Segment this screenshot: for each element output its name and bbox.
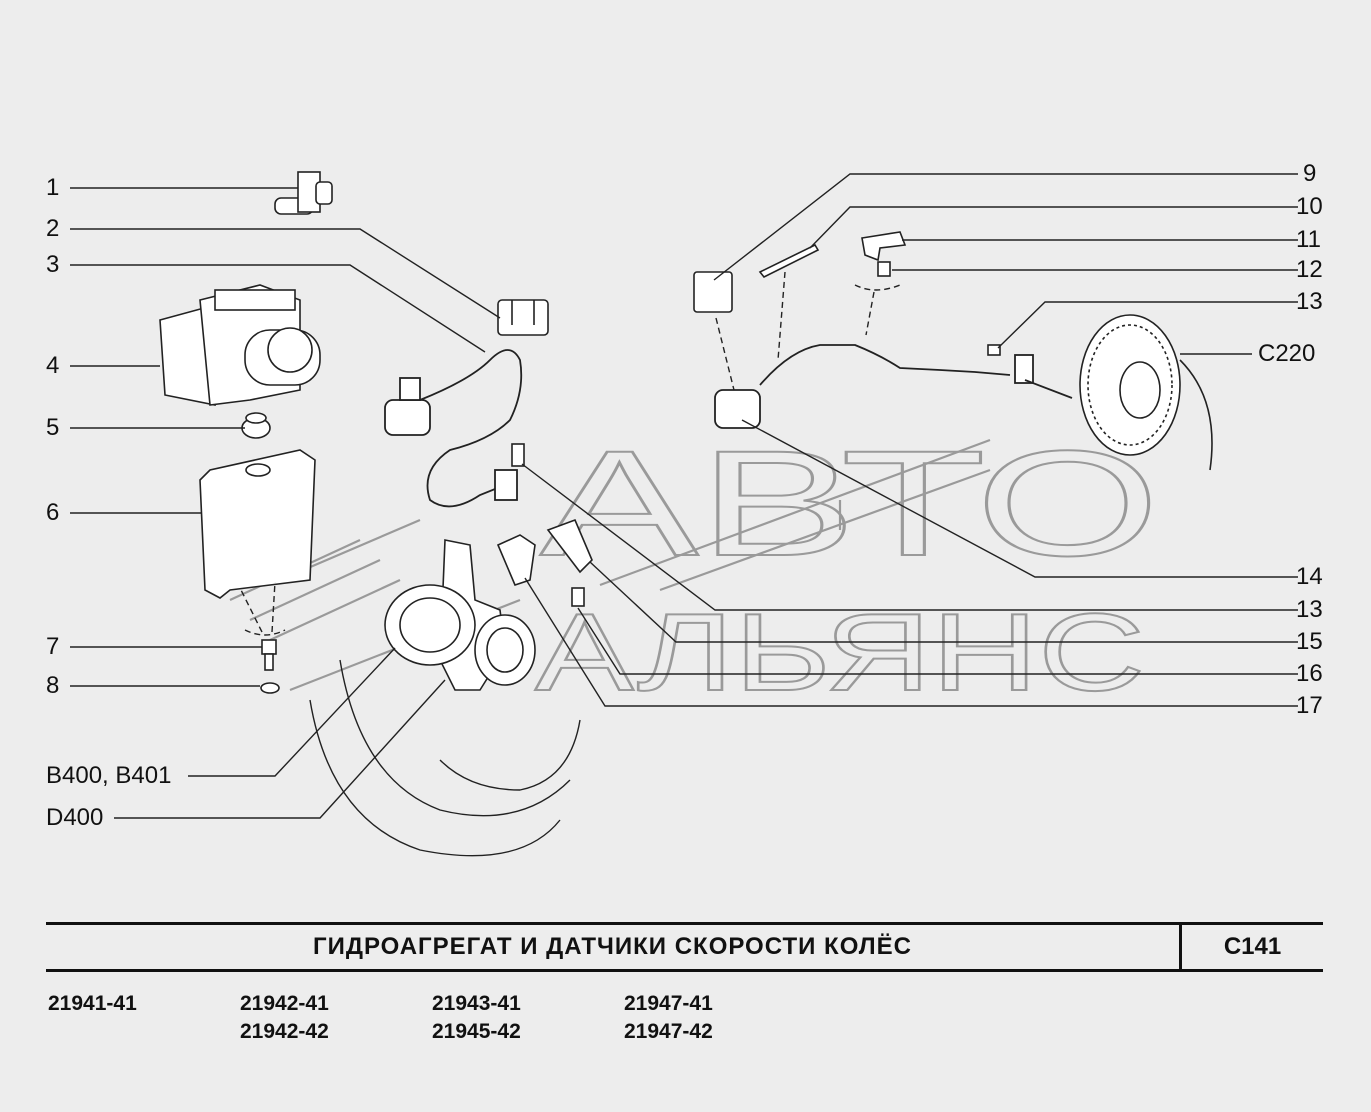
- callout-6: 6: [46, 499, 60, 526]
- callout-13: 13: [1296, 288, 1323, 315]
- callout-2: 2: [46, 215, 60, 242]
- model-code: 21945-42: [432, 1020, 521, 1043]
- callout-9: 9: [1303, 160, 1317, 187]
- leader-lines-left: [70, 187, 501, 819]
- part-1-connector: [274, 171, 333, 215]
- part-3-front-sensor: [384, 349, 523, 508]
- callout-12: 12: [1296, 256, 1323, 283]
- part-5-grommet: [241, 412, 271, 439]
- part-8-washer: [260, 682, 280, 694]
- front-sensor-bracket: [496, 443, 593, 607]
- callout-15: 15: [1296, 628, 1323, 655]
- model-code: 21947-42: [624, 1020, 713, 1043]
- front-hub-knuckle: [384, 539, 536, 691]
- watermark: АВТО АЛЬЯНС: [229, 418, 1161, 715]
- leader-lines-right: [521, 173, 1298, 707]
- callout-10: 10: [1296, 193, 1323, 220]
- rear-brake-disc: [1079, 314, 1213, 471]
- part-7-bolt: [261, 639, 277, 671]
- model-code: 21942-41: [240, 992, 329, 1015]
- parts-diagram: АВТО АЛЬЯНС: [70, 171, 1298, 857]
- tire-outline: [309, 659, 581, 857]
- part-10-tie: [758, 243, 820, 279]
- callout-c220: C220: [1258, 340, 1316, 367]
- model-code: 21942-42: [240, 1020, 329, 1043]
- part-6-bracket: [199, 449, 316, 599]
- callout-16: 16: [1296, 660, 1323, 687]
- callout-17: 17: [1296, 692, 1323, 719]
- callout-1: 1: [46, 174, 60, 201]
- callout-4: 4: [46, 352, 60, 379]
- callout-d400: D400: [46, 804, 104, 831]
- page-code: С141: [1223, 933, 1282, 960]
- part-11-bracket: [861, 231, 907, 262]
- callout-b400-b401: B400, B401: [46, 762, 172, 789]
- callout-3: 3: [46, 251, 60, 278]
- watermark-line1: АВТО: [540, 419, 1160, 587]
- title-block: ГИДРОАГРЕГАТ И ДАТЧИКИ СКОРОСТИ КОЛЁС С1…: [46, 922, 1323, 972]
- part-2-clip: [497, 299, 549, 336]
- dashed-arrows-right: [715, 271, 901, 391]
- callout-14: 14: [1296, 563, 1323, 590]
- model-code: 21943-41: [432, 992, 521, 1015]
- callout-5: 5: [46, 414, 60, 441]
- model-code: 21947-41: [624, 992, 713, 1015]
- part-14-rear-sensor: [714, 344, 1073, 429]
- part-12-bolt: [877, 261, 891, 277]
- title-divider: [1179, 925, 1182, 969]
- part-13-bolt-rear: [987, 344, 1001, 356]
- part-4-abs-unit: [159, 284, 321, 406]
- part-9-holder: [693, 271, 733, 313]
- page-title: ГИДРОАГРЕГАТ И ДАТЧИКИ СКОРОСТИ КОЛЁС: [313, 933, 912, 960]
- callout-7: 7: [46, 633, 60, 660]
- callout-13b: 13: [1296, 596, 1323, 623]
- callout-8: 8: [46, 672, 60, 699]
- model-code: 21941-41: [48, 992, 137, 1015]
- watermark-line2: АЛЬЯНС: [535, 591, 1145, 714]
- dashed-arrows-left: [239, 581, 286, 636]
- callout-11: 11: [1296, 226, 1321, 253]
